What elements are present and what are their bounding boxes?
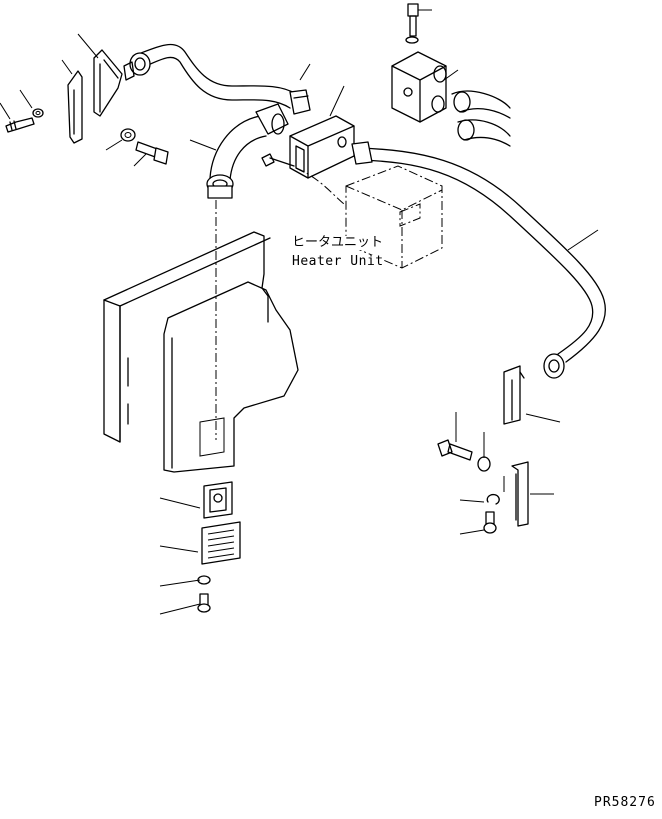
- bracket-left: [67, 70, 83, 144]
- screw-bottom-left: [159, 593, 211, 615]
- vent-grille: [159, 521, 241, 565]
- washer-top-left: [32, 108, 44, 118]
- screw-right: [459, 511, 497, 535]
- duct-panel: [103, 231, 299, 473]
- hose-long-right: [351, 141, 606, 379]
- elbow-hose: [189, 103, 289, 199]
- heater-unit-label-jp: ヒータユニット: [292, 235, 384, 250]
- vent-frame: [159, 481, 233, 519]
- heater-unit-outline: [345, 165, 443, 269]
- top-right-valve: [391, 51, 459, 123]
- washer-center-left: [105, 128, 136, 151]
- hose-upper: [123, 43, 311, 115]
- leader-lines-top-left: [0, 33, 99, 120]
- bolt-center-left: [133, 141, 169, 167]
- screw-center: [261, 153, 345, 205]
- clamp-plate: [93, 49, 123, 117]
- support-bracket: [503, 461, 554, 527]
- washer-bottom-left: [159, 575, 211, 587]
- drawing-number: PR58276: [594, 795, 656, 810]
- top-right-hoses: [451, 90, 511, 147]
- bracket-right: [503, 365, 561, 425]
- top-right-bolt: [407, 3, 432, 37]
- top-right-washer: [405, 36, 419, 44]
- bolt-top-left: [5, 117, 35, 133]
- bolt-right: [437, 412, 473, 461]
- washer-right: [477, 432, 491, 472]
- heater-unit-label-en: Heater Unit: [292, 254, 384, 269]
- clip-right: [459, 493, 500, 505]
